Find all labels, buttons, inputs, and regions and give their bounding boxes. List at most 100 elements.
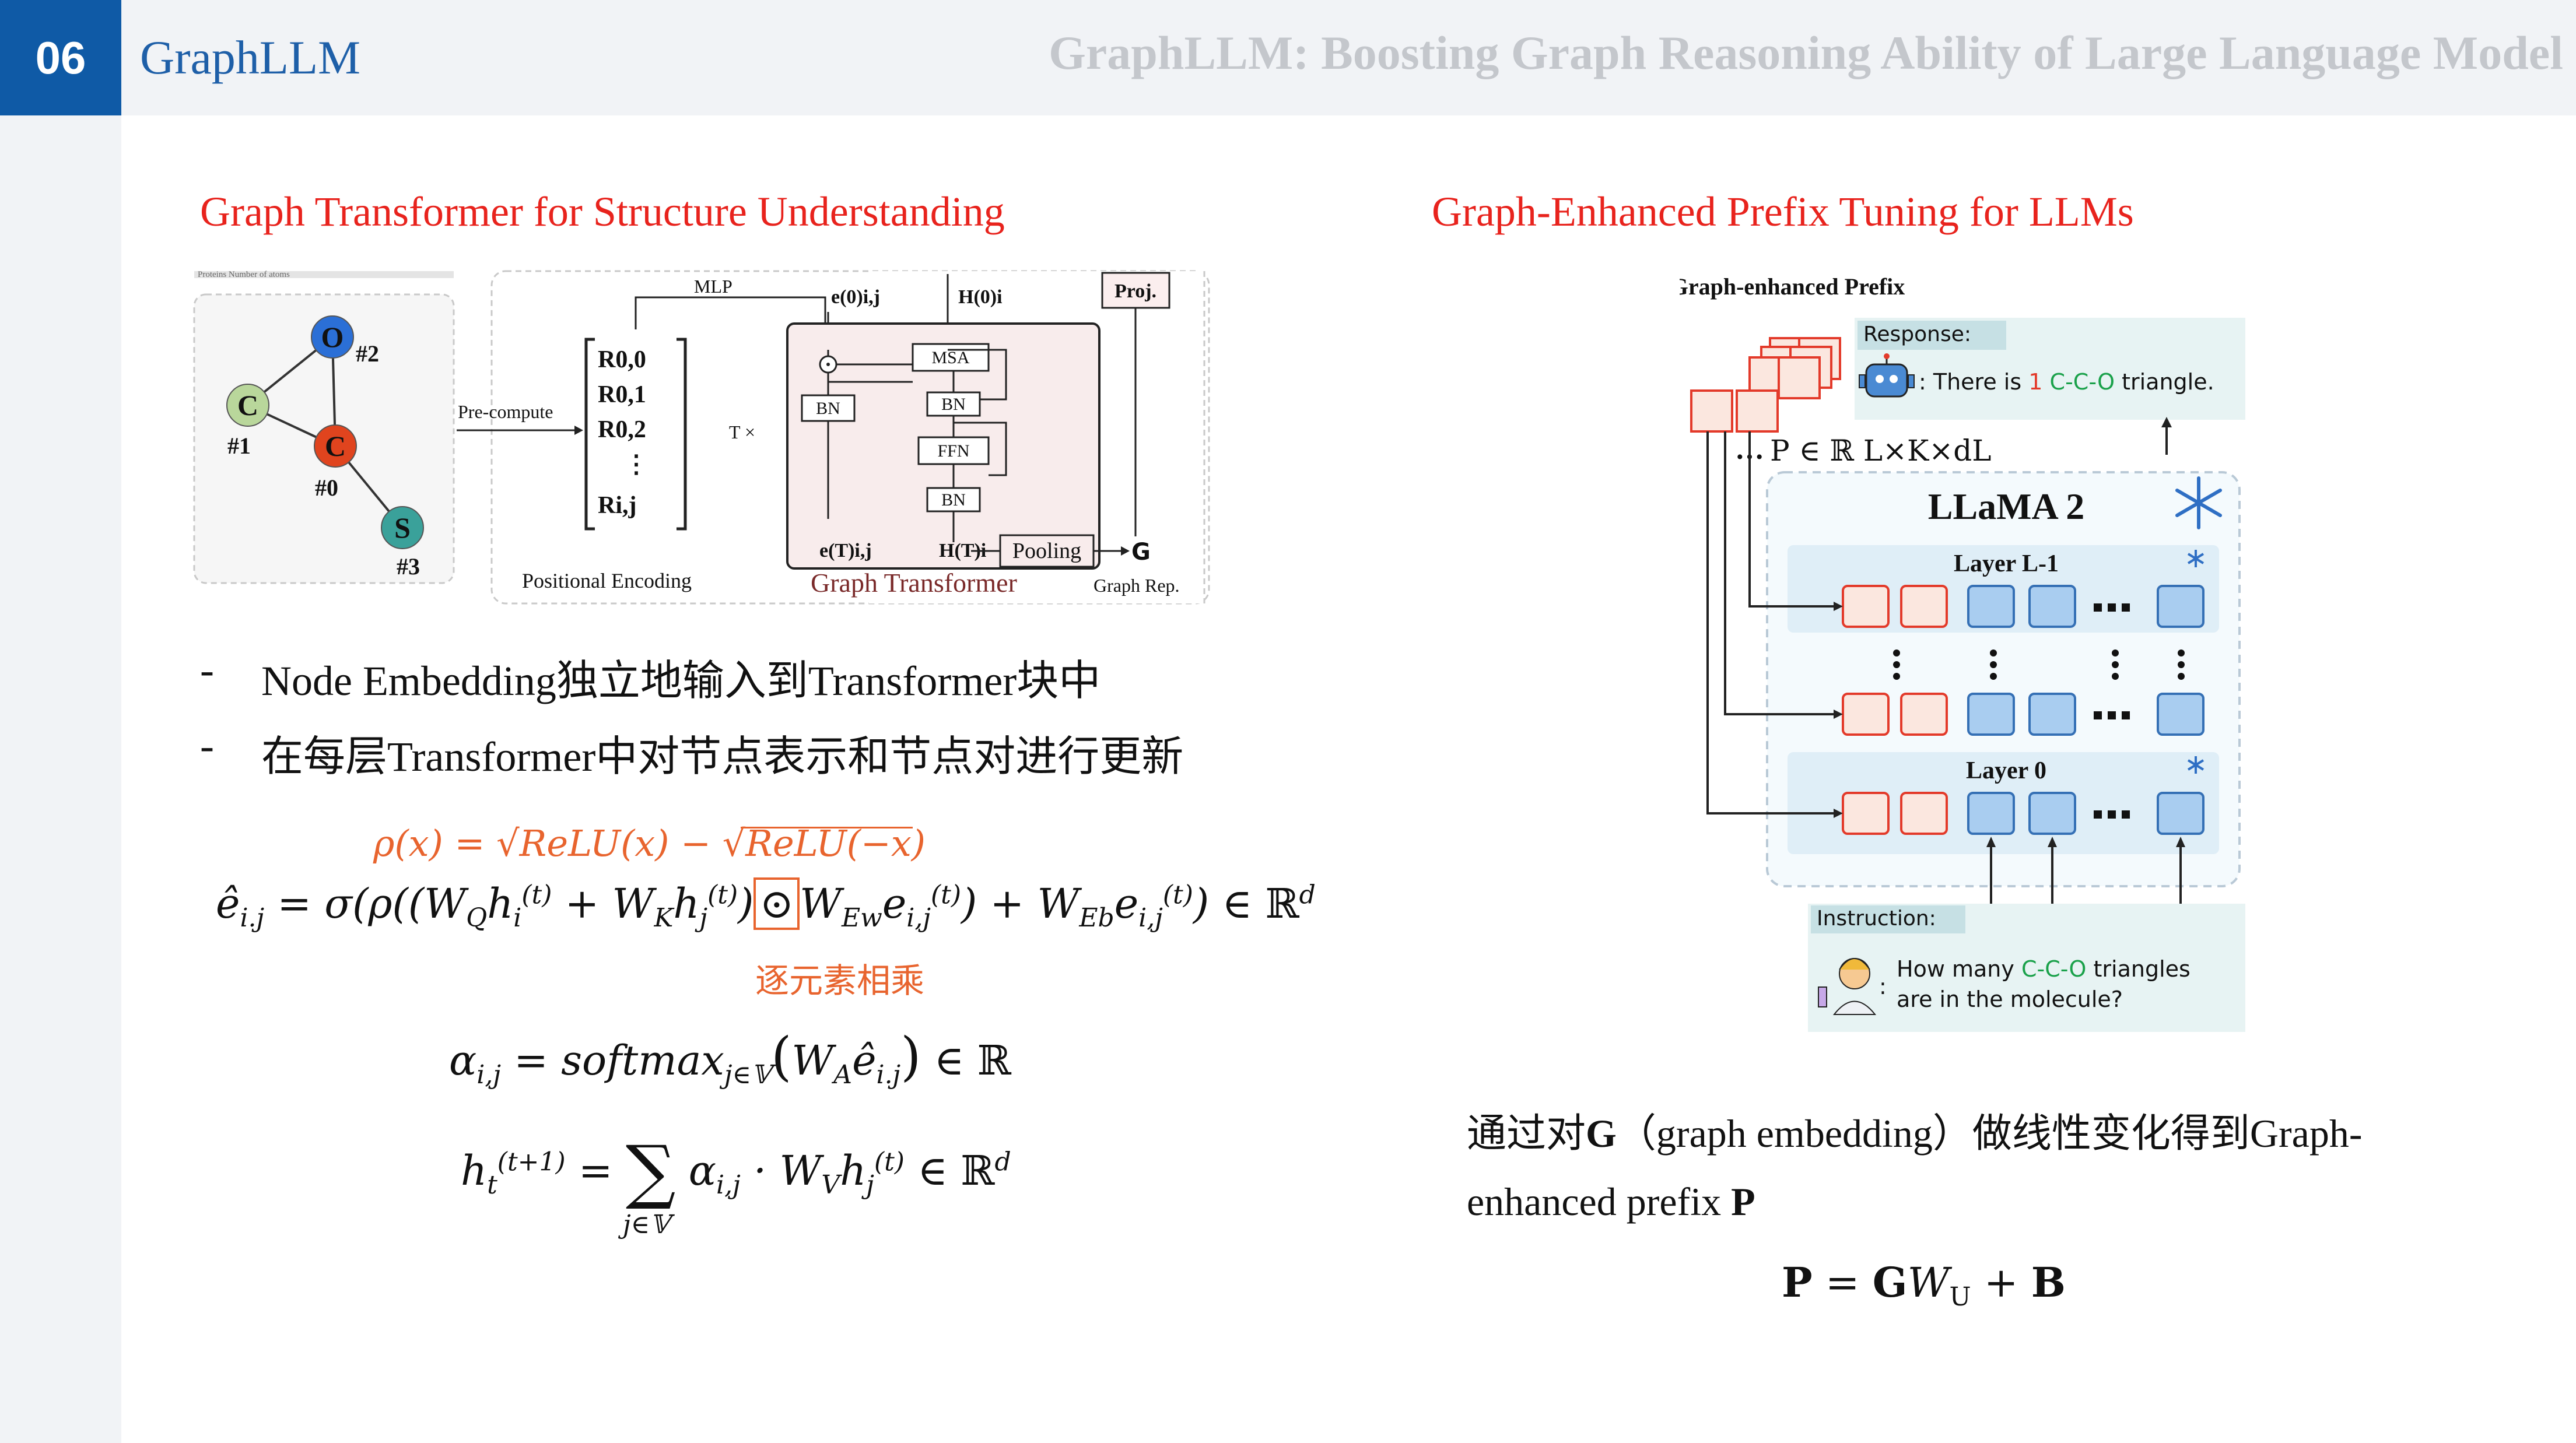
atom-label-c0: C (325, 430, 346, 462)
prefix-description-line-2: enhanced prefix P (1467, 1179, 1755, 1225)
desc-text-3: enhanced prefix (1467, 1179, 1732, 1224)
prefix-tuning-figure: Graph-enhanced Prefix ··· P ∈ ℝ L×K×dL R… (1680, 273, 2245, 1032)
instruction-arrows (1990, 842, 2182, 904)
positional-encoding-label: Positional Encoding (522, 569, 692, 592)
atom-node-o (311, 315, 354, 359)
pooling-label: Pooling (1012, 539, 1081, 563)
figure-header-strip (194, 271, 454, 278)
edge-input-label: e(0)i,j (831, 286, 880, 308)
precompute-arrowhead (574, 426, 583, 435)
instruction-line-1: How many C-C-O triangles (1897, 956, 2191, 982)
instruction-colon: : (1879, 974, 1887, 999)
msa-label: MSA (931, 348, 969, 367)
desc-g-symbol: G (1586, 1111, 1617, 1156)
matrix-right-bracket (677, 338, 687, 531)
bullet-1-dash: - (200, 647, 214, 693)
desc-p-symbol: P (1731, 1179, 1755, 1224)
deck-title: GraphLLM: Boosting Graph Reasoning Abili… (1049, 26, 2563, 79)
graph-rep-symbol: G (1131, 539, 1151, 566)
edge-output-label: e(T)i,j (819, 540, 872, 561)
bullet-2-dash: - (200, 722, 214, 769)
bn-label-2: BN (941, 490, 966, 510)
residual-1 (948, 349, 1007, 401)
bullet-1-text: Node Embedding独立地输入到Transformer块中 (261, 658, 1101, 704)
ffn-label: FFN (937, 441, 969, 461)
bullet-2: - 在每层Transformer中对节点表示和节点对进行更新 (200, 722, 1183, 780)
proj-block (1101, 272, 1170, 309)
desc-text-1: 通过对 (1467, 1111, 1586, 1156)
response-tag: Response: (1863, 322, 1971, 346)
instruction-tag: Instruction: (1817, 907, 1936, 931)
node-update-formula: ht(t+1) = ∑ αi,j · WVhj(t) ∈ ℝd (461, 1131, 1011, 1212)
token-row-top (1842, 585, 2205, 628)
pooling-block (999, 534, 1095, 568)
response-tag-bg (1857, 321, 2006, 350)
sum-index: j∈𝕍 (623, 1210, 670, 1240)
prefix-label: Graph-enhanced Prefix (1680, 273, 1905, 300)
hadamard-dot (826, 363, 830, 366)
atom-tag-0: #0 (315, 475, 338, 501)
left-section-title: Graph Transformer for Structure Understa… (200, 188, 1005, 235)
prefix-description-line-1: 通过对G（graph embedding）做线性变化得到Graph- (1467, 1101, 2362, 1158)
edge-bn-label: BN (816, 399, 840, 418)
repeat-label: T × (729, 422, 755, 443)
instruction-tag-bg (1811, 905, 1965, 933)
matrix-left-bracket (584, 338, 595, 531)
msa-block (912, 343, 990, 372)
pooling-arrowhead (1121, 546, 1130, 556)
vertical-dots (1893, 649, 2185, 680)
hadamard-note: 逐元素相乘 (755, 961, 925, 1000)
right-section-title: Graph-Enhanced Prefix Tuning for LLMs (1432, 188, 2134, 235)
top-bar (0, 0, 2576, 115)
proj-label: Proj. (1114, 280, 1156, 302)
figure-header-text: Proteins Number of atoms (198, 270, 290, 279)
prefix-stack (1690, 337, 1841, 433)
precompute-label: Pre-compute (458, 401, 553, 422)
matrix-row-rij: Ri,j (598, 492, 637, 519)
mlp-label: MLP (694, 276, 733, 297)
graph-rep-label: Graph Rep. (1094, 575, 1180, 596)
llama-title: LLaMA 2 (1928, 486, 2084, 527)
atom-node-s (381, 506, 424, 549)
bullet-2-text: 在每层Transformer中对节点表示和节点对进行更新 (261, 733, 1184, 780)
bullet-1: - Node Embedding独立地输入到Transformer块中 (200, 646, 1101, 704)
page-number: 06 (0, 0, 121, 115)
instruction-arrowheads (1986, 837, 2185, 847)
atom-node-c1 (226, 384, 269, 427)
instruction-line-2: are in the molecule? (1897, 986, 2123, 1012)
layer-bottom-label: Layer 0 (1966, 757, 2046, 784)
matrix-row-r01: R0,1 (598, 381, 646, 408)
layer-bottom-snowflake-icon (2187, 756, 2205, 774)
left-margin-strip (0, 115, 121, 1443)
matrix-row-r02: R0,2 (598, 416, 646, 443)
attention-formula: αi,j = softmaxj∈𝕍(WAêi.j) ∈ ℝ (449, 1026, 1011, 1090)
prefix-math: P ∈ ℝ L×K×dL (1770, 434, 1991, 468)
rho-formula-overline (741, 827, 913, 828)
robot-icon (1859, 353, 1915, 398)
atom-node-c0 (314, 424, 357, 468)
atom-tag-1: #1 (227, 433, 251, 459)
prefix-arrowheads (1834, 602, 1843, 818)
layer-top-snowflake-icon (2187, 550, 2205, 567)
snowflake-icon (2175, 476, 2222, 529)
prefix-formula: P = GWU + B (1782, 1258, 2066, 1312)
atom-tag-2: #2 (356, 340, 379, 367)
edge-update-formula: êi.j = σ(ρ((WQhi(t) + WKhj(t))⊙WEwei,j(t… (216, 877, 1316, 933)
residual-2 (954, 422, 1007, 476)
output-arrowhead (2161, 417, 2172, 427)
matrix-row-r00: R0,0 (598, 346, 646, 373)
response-text: : There is 1 C-C-O triangle. (1919, 369, 2214, 395)
graph-transformer-figure: Proteins Number of atoms O #2 C #1 C #0 … (193, 270, 1210, 605)
atom-label-c1: C (237, 389, 258, 422)
atom-label-s: S (394, 511, 411, 544)
prefix-injection-lines (1706, 431, 1837, 814)
rho-formula: ρ(x) = √ReLU(x) − √ReLU(−x) (373, 822, 926, 865)
atom-label-o: O (321, 321, 344, 353)
bn-label-1: BN (941, 395, 966, 414)
graph-transformer-caption: Graph Transformer (811, 568, 1017, 598)
desc-text-2: （graph embedding）做线性变化得到Graph- (1616, 1111, 2363, 1156)
scientist-icon (1818, 958, 1877, 1015)
atom-tag-3: #3 (397, 553, 420, 580)
brand-title: GraphLLM (140, 31, 361, 84)
token-row-bottom (1842, 792, 2205, 835)
